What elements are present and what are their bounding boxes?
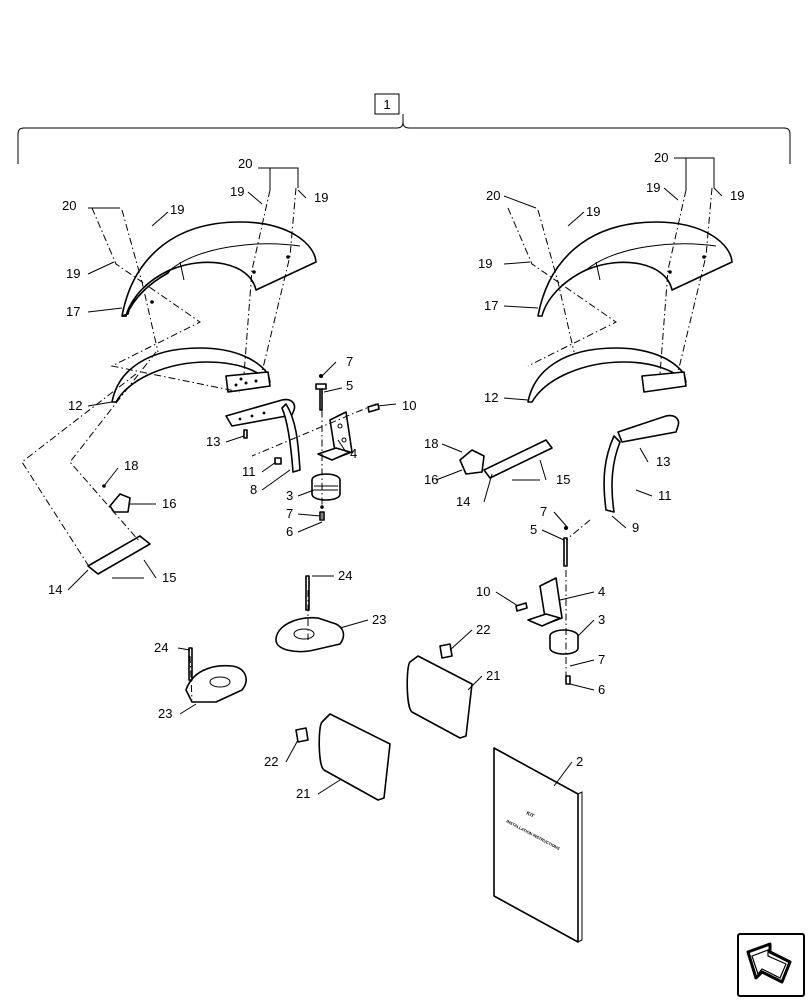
callout-label: 5 [530,522,537,537]
callout-label: 6 [598,682,605,697]
callout-label: 19 [586,204,600,219]
callout-label: 15 [556,472,570,487]
callout-label: 12 [68,398,82,413]
callout-label: 20 [654,150,668,165]
callout-label: 4 [350,446,357,461]
callout-label: 18 [124,458,138,473]
strap-left [225,398,301,473]
callout-label: 7 [598,652,605,667]
callout-label: 19 [646,180,660,195]
callout-label: 2 [576,754,583,769]
callout-labels: 20 19 19 20 19 19 17 7 5 10 12 13 4 11 8… [48,150,744,801]
callout-label: 22 [476,622,490,637]
callout-label: 15 [162,570,176,585]
callout-label: 11 [658,488,672,503]
leader-lines [67,157,723,795]
callout-label: 20 [62,198,76,213]
callout-label: 7 [540,504,547,519]
callout-label: 14 [48,582,62,597]
assembly-bracket: 1 [17,93,791,164]
callout-label: 6 [286,524,293,539]
callout-label: 24 [338,568,352,583]
callout-label: 22 [264,754,278,769]
fender-left [121,221,317,317]
callout-label: 19 [66,266,80,281]
booklet-title: KIT [525,810,535,819]
fender-bracket-left [111,347,271,403]
callout-label: 7 [346,354,353,369]
callout-label: 3 [598,612,605,627]
callout-label: 19 [314,190,328,205]
callout-label: 19 [478,256,492,271]
callout-label: 10 [476,584,490,599]
fender-bracket-right [527,347,687,403]
callout-label: 9 [632,520,639,535]
callout-label: 7 [286,506,293,521]
callout-label: 17 [484,298,498,313]
fender-right [537,221,733,317]
callout-label: 4 [598,584,605,599]
callout-label: 13 [206,434,220,449]
isolator-left [311,473,341,501]
callout-label: 11 [242,464,256,479]
callout-label: 14 [456,494,470,509]
callout-label: 16 [424,472,438,487]
callout-label: 23 [372,612,386,627]
right-assembly: KIT INSTALLATION INSTRUCTIONS [406,221,733,943]
assembly-lines [21,187,713,701]
left-assembly [87,221,391,801]
callout-label: 20 [486,188,500,203]
callout-label: 20 [238,156,252,171]
instruction-booklet: KIT INSTALLATION INSTRUCTIONS [493,747,583,943]
mount-plate-right [527,577,563,627]
callout-label: 19 [730,188,744,203]
callout-label: 12 [484,390,498,405]
callout-label: 3 [286,488,293,503]
callout-label: 17 [66,304,80,319]
isolator-right [549,629,579,655]
callout-label: 16 [162,496,176,511]
callout-label: 10 [402,398,416,413]
callout-label: 13 [656,454,670,469]
strap-right [603,414,680,513]
next-page-arrow-icon[interactable] [737,933,805,997]
mount-plate-left [317,411,353,461]
callout-label: 5 [346,378,353,393]
callout-label: 18 [424,436,438,451]
callout-label: 19 [230,184,244,199]
callout-label: 23 [158,706,172,721]
callout-label: 21 [486,668,500,683]
callout-label: 19 [170,202,184,217]
callout-label: 24 [154,640,168,655]
callout-label: 21 [296,786,310,801]
assembly-callout: 1 [383,97,390,112]
callout-label: 8 [250,482,257,497]
